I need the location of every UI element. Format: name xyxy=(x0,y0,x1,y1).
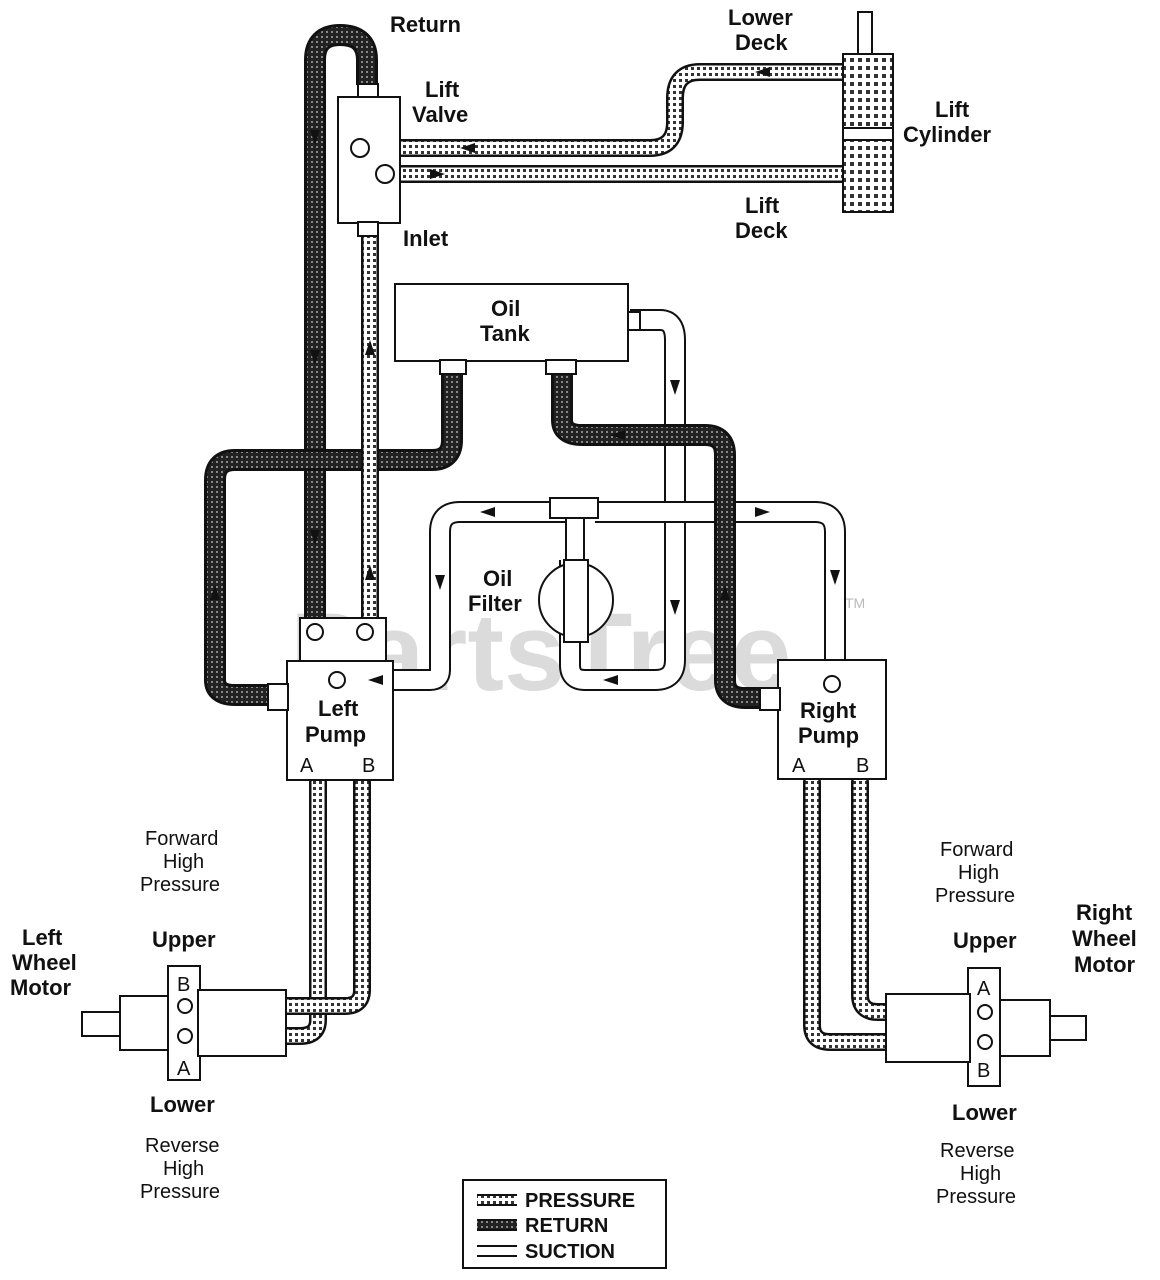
label-right-forward-1: Forward xyxy=(940,839,1013,861)
legend-suction: SUCTION xyxy=(525,1241,615,1263)
label-lift-valve-2: Valve xyxy=(412,102,468,127)
label-left-wheel-2: Wheel xyxy=(12,950,77,975)
label-right-forward-3: Pressure xyxy=(935,885,1015,907)
label-right-forward-2: High xyxy=(958,862,999,884)
label-right-wheel-3: Motor xyxy=(1074,952,1136,977)
label-lift-cylinder-1: Lift xyxy=(935,97,970,122)
label-left-reverse-2: High xyxy=(163,1158,204,1180)
label-left-forward-2: High xyxy=(163,851,204,873)
right-motor-port-a: A xyxy=(977,978,991,1000)
label-left-lower: Lower xyxy=(150,1092,215,1117)
label-left-upper: Upper xyxy=(152,927,216,952)
label-lift-valve-1: Lift xyxy=(425,77,460,102)
legend-pressure: PRESSURE xyxy=(525,1190,635,1212)
flow-arrows xyxy=(210,67,840,685)
label-left-reverse-1: Reverse xyxy=(145,1135,219,1157)
label-right-lower: Lower xyxy=(952,1100,1017,1125)
label-left-reverse-3: Pressure xyxy=(140,1181,220,1203)
suction-lines xyxy=(340,309,846,691)
legend-return: RETURN xyxy=(525,1215,608,1237)
label-lower-deck-2: Deck xyxy=(735,30,788,55)
label-right-upper: Upper xyxy=(953,928,1017,953)
label-lift-deck-1: Lift xyxy=(745,193,780,218)
legend: PRESSURE RETURN SUCTION xyxy=(462,1179,667,1269)
watermark-tm: TM xyxy=(845,595,865,611)
labels: Return Lift Valve Inlet Lower Deck Lift … xyxy=(10,5,1137,1208)
label-left-pump-1: Left xyxy=(318,696,359,721)
label-oil-filter-1: Oil xyxy=(483,566,512,591)
left-pump-port-b: B xyxy=(362,755,375,777)
left-motor-port-b: B xyxy=(177,974,190,996)
label-left-forward-1: Forward xyxy=(145,828,218,850)
label-right-reverse-2: High xyxy=(960,1163,1001,1185)
lift-valve xyxy=(337,83,401,237)
label-oil-tank-1: Oil xyxy=(491,296,520,321)
right-pump-port-a: A xyxy=(792,755,806,777)
label-oil-tank-2: Tank xyxy=(480,321,530,346)
right-pump xyxy=(759,659,887,780)
label-right-pump-1: Right xyxy=(800,698,857,723)
label-right-reverse-1: Reverse xyxy=(940,1140,1014,1162)
label-right-wheel-2: Wheel xyxy=(1072,926,1137,951)
label-lift-cylinder-2: Cylinder xyxy=(903,122,991,147)
label-left-forward-3: Pressure xyxy=(140,874,220,896)
pressure-lines xyxy=(176,63,994,1051)
label-right-pump-2: Pump xyxy=(798,723,859,748)
label-lift-deck-2: Deck xyxy=(735,218,788,243)
oil-tank xyxy=(394,283,641,375)
label-lower-deck-1: Lower xyxy=(728,5,793,30)
right-pump-port-b: B xyxy=(856,755,869,777)
right-motor-port-b: B xyxy=(977,1060,990,1082)
label-left-wheel-3: Motor xyxy=(10,975,72,1000)
label-oil-filter-2: Filter xyxy=(468,591,522,616)
right-wheel-motor xyxy=(885,967,1087,1087)
label-left-pump-2: Pump xyxy=(305,722,366,747)
lift-cylinder xyxy=(842,11,894,213)
return-lines xyxy=(204,24,762,709)
label-left-wheel-1: Left xyxy=(22,925,63,950)
left-motor-port-a: A xyxy=(177,1058,191,1080)
label-right-wheel-1: Right xyxy=(1076,900,1133,925)
label-right-reverse-3: Pressure xyxy=(936,1186,1016,1208)
label-inlet: Inlet xyxy=(403,226,449,251)
left-wheel-motor xyxy=(81,965,287,1081)
left-pump-port-a: A xyxy=(300,755,314,777)
oil-filter xyxy=(538,497,614,643)
label-return: Return xyxy=(390,12,461,37)
